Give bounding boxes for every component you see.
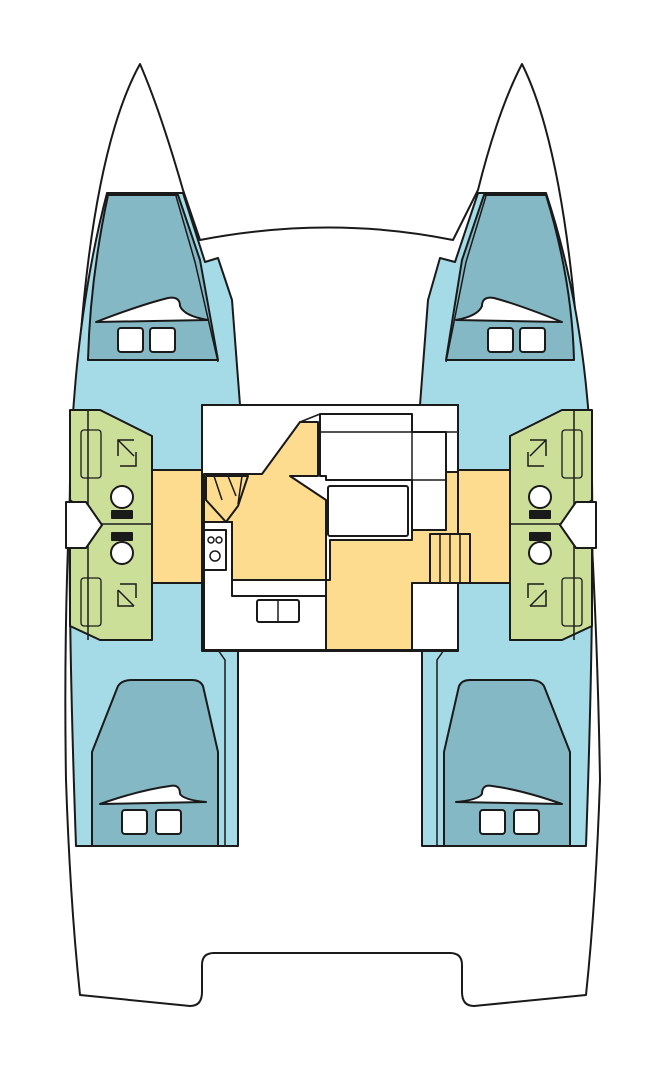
- pillow-icon: [149, 327, 176, 353]
- shower-icon: [527, 439, 547, 467]
- stairs-icon: [205, 475, 249, 523]
- aft-cabin-starboard-wedge-icon: [455, 784, 563, 805]
- pillow-icon: [487, 327, 514, 353]
- shower-icon: [117, 439, 137, 467]
- toilet-icon: [528, 485, 552, 509]
- aft-cabin-port-wedge-icon: [99, 784, 207, 805]
- pillow-icon: [519, 327, 546, 353]
- stove-icon: [203, 529, 227, 571]
- toilet-icon: [528, 541, 552, 565]
- pillow-icon: [121, 809, 148, 835]
- pillow-icon: [479, 809, 506, 835]
- toilet-icon: [110, 485, 134, 509]
- shower-icon: [527, 583, 547, 607]
- pillow-icon: [155, 809, 182, 835]
- toilet-icon: [110, 541, 134, 565]
- pillow-icon: [513, 809, 540, 835]
- forward-cabin-port-wedge-icon: [95, 296, 209, 323]
- aft-cabin-starboard-bunk: [443, 679, 571, 847]
- shower-icon: [117, 583, 137, 607]
- salon-storage: [411, 582, 459, 651]
- forward-cabin-starboard-wedge-icon: [455, 296, 563, 323]
- pillow-icon: [117, 327, 144, 353]
- salon-table: [327, 485, 409, 537]
- salon-corridor-port: [151, 469, 205, 584]
